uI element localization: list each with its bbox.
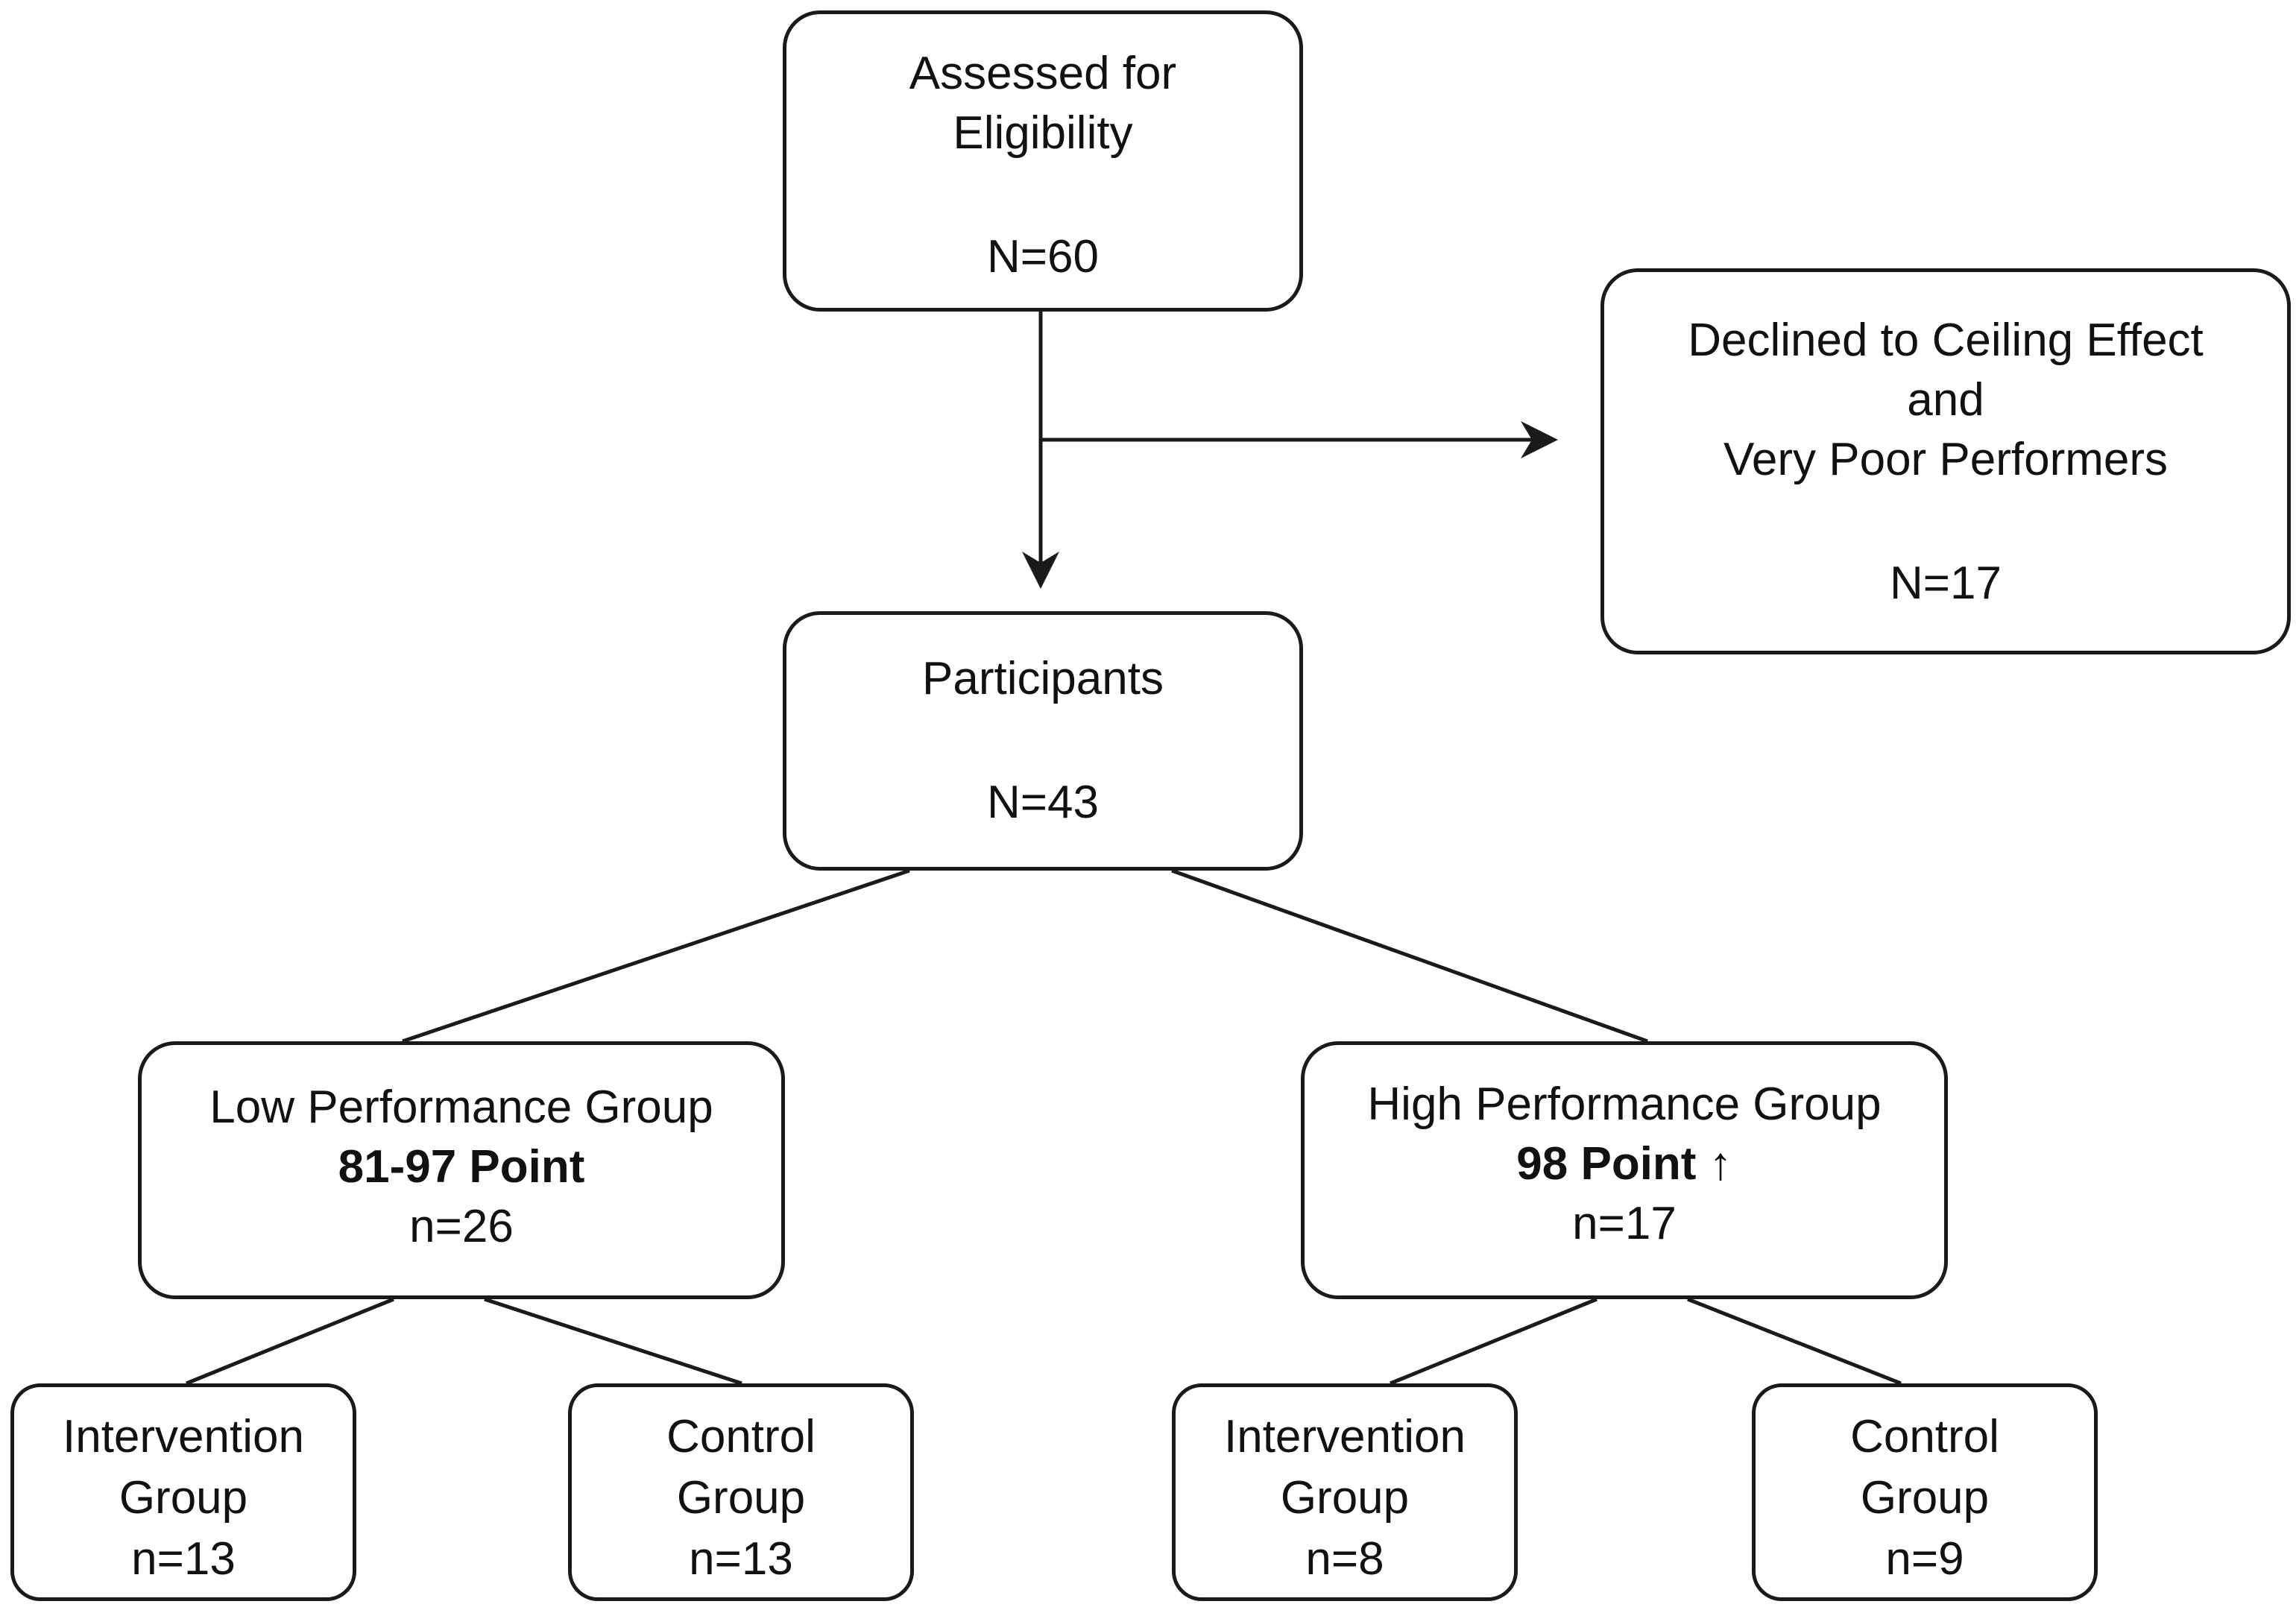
participants-count: N=43 (987, 777, 1099, 828)
node-high-control-group: Control Group n=9 (1752, 1383, 2098, 1601)
high-control-count: n=9 (1885, 1533, 1964, 1585)
participants-title: Participants (922, 653, 1164, 704)
low-intervention-count: n=13 (131, 1533, 236, 1585)
high-intervention-count: n=8 (1305, 1533, 1384, 1585)
connector-high-group-to-control (1687, 1297, 1902, 1386)
high-control-title-line1: Control (1850, 1411, 1999, 1462)
node-participants: Participants N=43 (783, 611, 1303, 871)
node-low-performance-group: Low Performance Group 81-97 Point n=26 (138, 1041, 785, 1299)
low-group-range: 81-97 Point (338, 1141, 585, 1193)
high-intervention-title-line1: Intervention (1224, 1411, 1466, 1462)
low-group-count: n=26 (409, 1201, 514, 1252)
declined-title-line3: Very Poor Performers (1723, 434, 2169, 485)
connector-high-group-to-intervention (1390, 1297, 1598, 1386)
high-control-title-line2: Group (1860, 1472, 1990, 1524)
low-intervention-title-line1: Intervention (63, 1411, 304, 1462)
declined-count: N=17 (1890, 558, 2002, 609)
connector-low-group-to-control (484, 1297, 742, 1386)
assessed-count: N=60 (987, 231, 1099, 282)
connector-participants-to-low-group (402, 868, 910, 1044)
high-group-range: 98 Point ↑ (1516, 1138, 1732, 1190)
declined-title-line1: Declined to Ceiling Effect (1688, 315, 2204, 366)
low-group-title: Low Performance Group (209, 1082, 713, 1133)
node-high-intervention-group: Intervention Group n=8 (1172, 1383, 1518, 1601)
low-control-title-line1: Control (666, 1411, 816, 1462)
node-low-intervention-group: Intervention Group n=13 (10, 1383, 356, 1601)
node-high-performance-group: High Performance Group 98 Point ↑ n=17 (1301, 1041, 1948, 1299)
declined-title-line2: and (1907, 374, 1984, 426)
high-group-count: n=17 (1572, 1198, 1677, 1249)
low-control-title-line2: Group (676, 1472, 806, 1524)
low-intervention-title-line2: Group (119, 1472, 248, 1524)
high-intervention-title-line2: Group (1280, 1472, 1410, 1524)
connector-low-group-to-intervention (186, 1297, 394, 1386)
connector-participants-to-high-group (1171, 868, 1648, 1044)
assessed-title-line1: Assessed for (909, 48, 1177, 99)
node-low-control-group: Control Group n=13 (568, 1383, 914, 1601)
high-group-title: High Performance Group (1367, 1079, 1882, 1130)
low-control-count: n=13 (689, 1533, 793, 1585)
node-declined: Declined to Ceiling Effect and Very Poor… (1600, 268, 2291, 654)
node-assessed-for-eligibility: Assessed for Eligibility N=60 (783, 10, 1303, 312)
assessed-title-line2: Eligibility (953, 107, 1133, 159)
